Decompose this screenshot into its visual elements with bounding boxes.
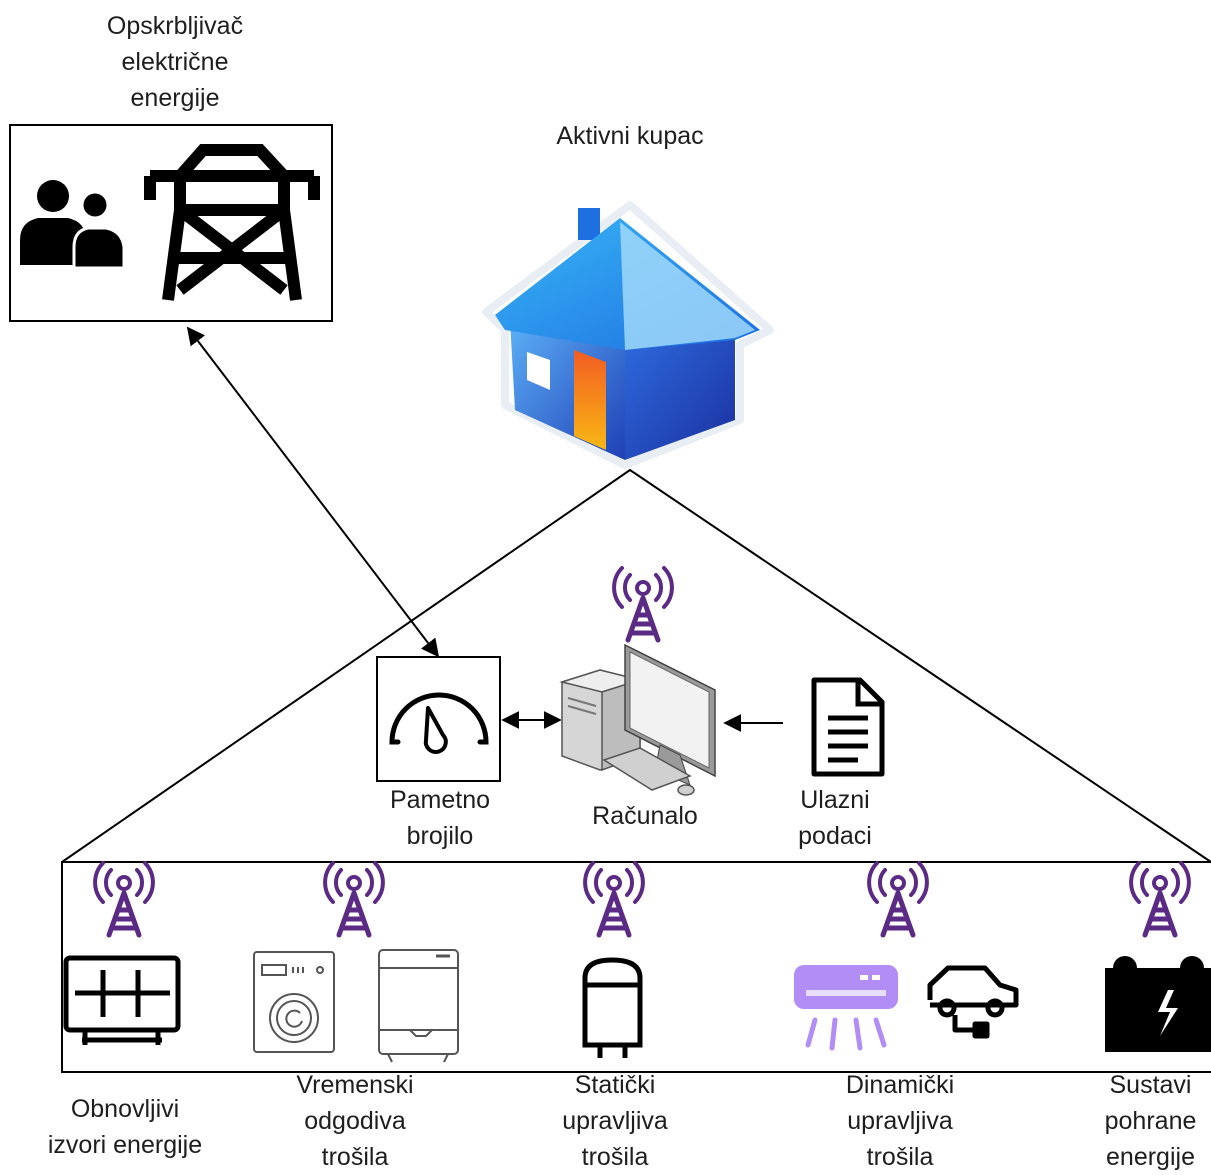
meter-label: Pametno brojilo xyxy=(389,786,491,850)
solar-panel-icon xyxy=(63,955,181,1045)
supplier-label: Opskrbljivač električne energije xyxy=(106,12,244,112)
supplier-box xyxy=(9,124,333,322)
roof-outline xyxy=(61,468,1211,863)
house-icon xyxy=(482,201,774,469)
users-icon xyxy=(20,180,126,270)
device-label-deferrable: Vremenski odgodiva trošila xyxy=(296,1071,414,1171)
device-label-renewables: Obnovljivi izvori energije xyxy=(47,1095,203,1159)
computer-label: Računalo xyxy=(592,802,698,830)
air-conditioner-ev-icon xyxy=(794,965,1019,1051)
computer-antenna-icon xyxy=(614,568,672,640)
device-label-dynamic: Dinamički upravljiva trošila xyxy=(845,1071,955,1171)
device-label-storage: Sustavi pohrane energije xyxy=(1104,1071,1197,1171)
washing-machine-dishwasher-icon xyxy=(253,949,459,1063)
deferrable-antenna-icon xyxy=(325,863,383,935)
battery-icon xyxy=(1105,956,1211,1052)
static-antenna-icon xyxy=(585,863,643,935)
document-icon xyxy=(811,677,885,777)
dynamic-antenna-icon xyxy=(869,863,927,935)
water-heater-icon xyxy=(582,957,643,1058)
storage-antenna-icon xyxy=(1131,863,1189,935)
renewables-antenna-icon xyxy=(95,863,153,935)
gauge-icon xyxy=(376,656,501,782)
input-label: Ulazni podaci xyxy=(798,786,872,850)
power-tower-icon xyxy=(144,144,320,301)
supplier-meter-arrow xyxy=(186,326,440,658)
customer-label: Aktivni kupac xyxy=(556,122,704,150)
devices-box xyxy=(61,861,1211,1073)
desktop-computer-icon xyxy=(559,643,716,796)
device-label-static: Statički upravljiva trošila xyxy=(562,1071,668,1171)
